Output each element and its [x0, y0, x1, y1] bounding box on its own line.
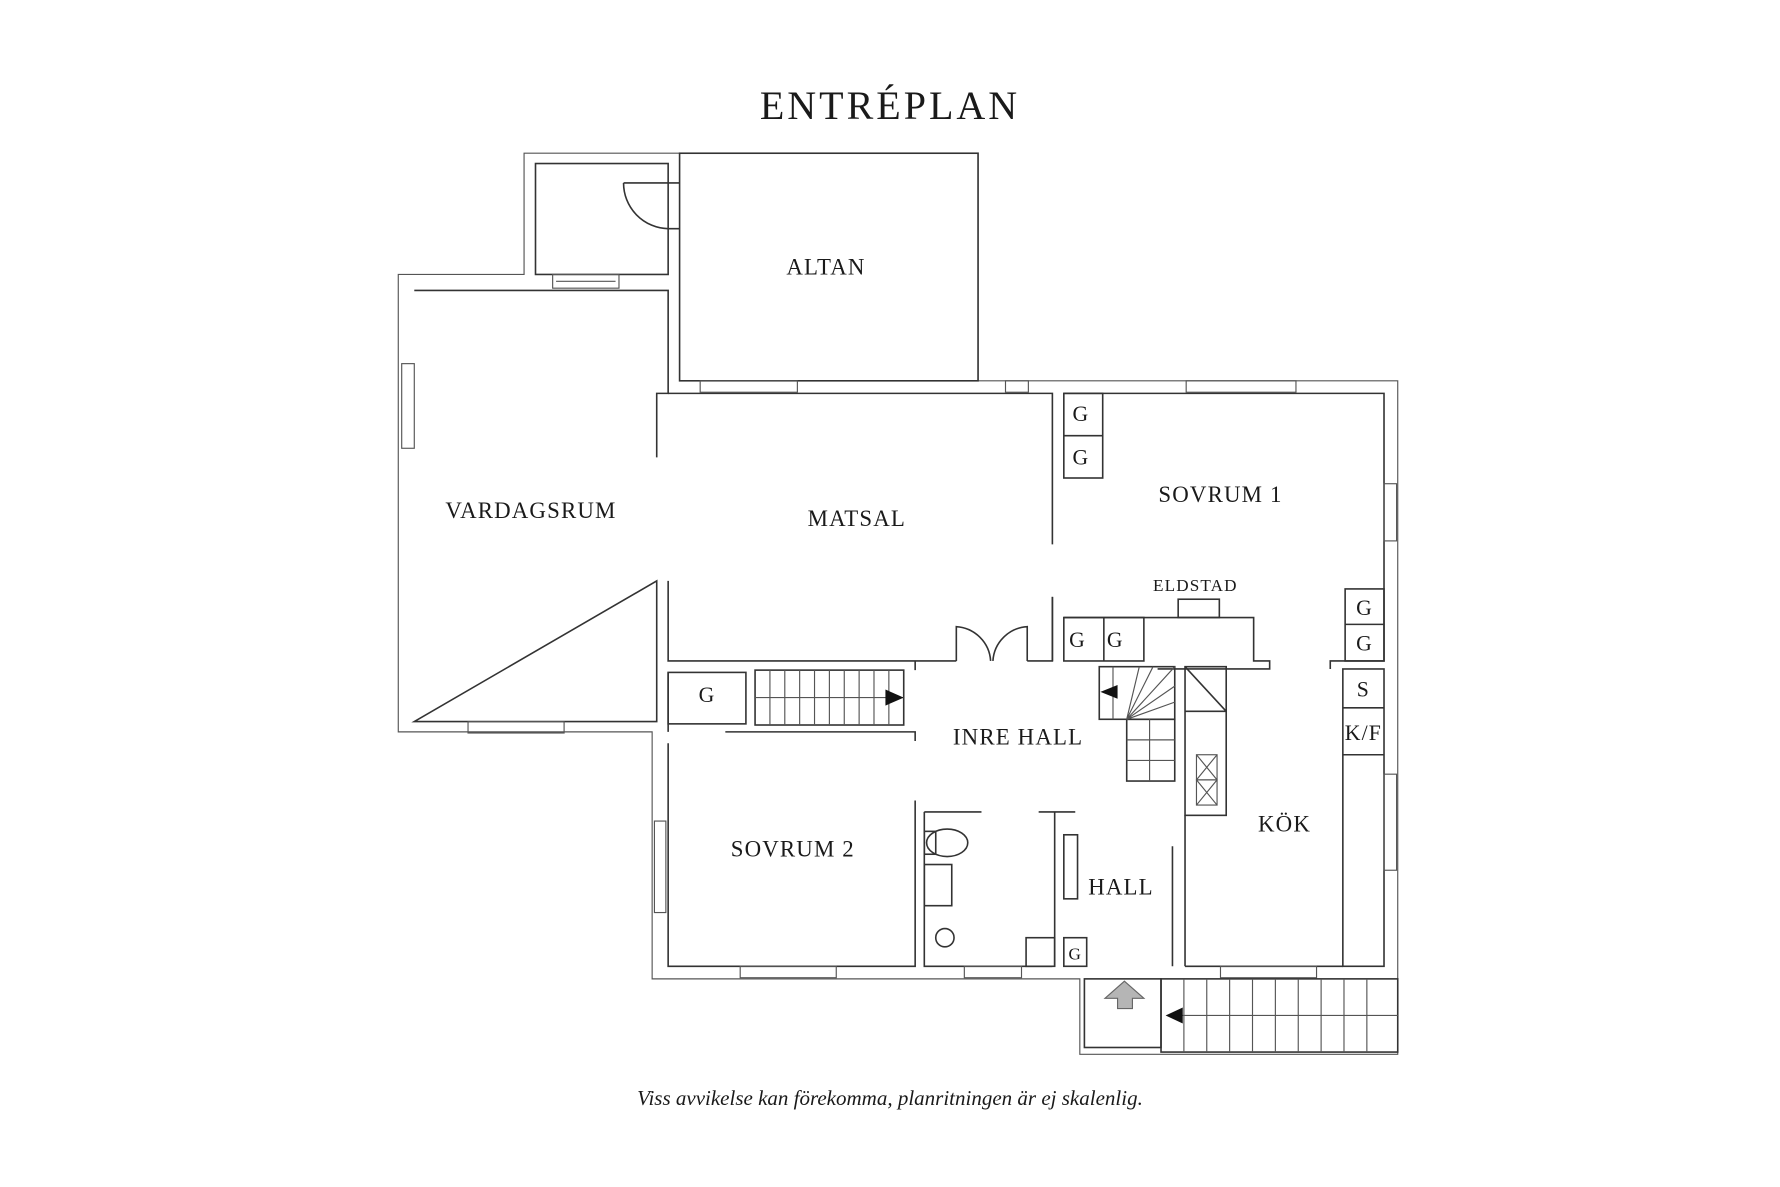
wardrobe-label: G	[1069, 628, 1086, 652]
stair-arrow-icon	[1100, 684, 1118, 699]
eldstad-counter	[1051, 596, 1271, 670]
room-label-vardagsrum: VARDAGSRUM	[445, 498, 616, 523]
plan-title: ENTRÉPLAN	[759, 83, 1021, 128]
stair-treads	[1112, 666, 1176, 782]
stove-label: S	[1357, 677, 1370, 701]
storage-door	[622, 182, 680, 230]
wardrobe-block	[667, 671, 747, 725]
stove-icon	[1195, 779, 1218, 806]
stair-arrow-icon	[885, 689, 904, 706]
kitchen-counter	[1184, 665, 1228, 817]
window	[1383, 773, 1398, 871]
window	[1219, 965, 1318, 979]
spiral-stairs-lower	[1125, 718, 1176, 782]
wardrobe-label: G	[1356, 632, 1373, 656]
wardrobe-label: G	[1107, 628, 1124, 652]
window	[739, 965, 837, 979]
room-label-sovrum2: SOVRUM 2	[731, 837, 855, 862]
double-door	[955, 625, 1029, 662]
window	[699, 380, 798, 393]
label-eldstad: ELDSTAD	[1153, 576, 1238, 595]
room-label-sovrum1: SOVRUM 1	[1158, 482, 1282, 507]
room-label-matsal: MATSAL	[808, 506, 906, 531]
window	[401, 363, 415, 449]
toilet-icon	[925, 828, 969, 858]
window	[467, 721, 565, 734]
sink-icon	[923, 863, 953, 907]
lower-walls	[667, 672, 1053, 968]
outer-outline	[397, 152, 1399, 1055]
window	[552, 273, 620, 289]
window	[963, 965, 1023, 979]
toilet-tank	[923, 830, 937, 856]
wardrobe-label: G	[1073, 402, 1090, 426]
hall-cabinet	[1063, 833, 1079, 900]
window	[1185, 380, 1297, 393]
wardrobe-label: G	[1068, 944, 1082, 963]
room-label-kok: KÖK	[1258, 811, 1311, 836]
shower-icon	[934, 927, 955, 948]
wardrobe-label: G	[699, 683, 716, 707]
room-label-hall: HALL	[1088, 874, 1154, 899]
altan-area	[678, 152, 979, 382]
wardrobe-label: G	[1073, 445, 1090, 469]
fridge-freezer-label: K/F	[1345, 721, 1382, 745]
matsal-wall-south	[667, 580, 957, 662]
window	[1383, 483, 1398, 542]
window	[653, 820, 667, 914]
kitchen-cabinets	[1342, 668, 1385, 968]
wardrobe-label: G	[1356, 596, 1373, 620]
room-label-altan: ALTAN	[786, 254, 865, 279]
stair-arrow-icon	[1165, 1007, 1183, 1024]
entry-arrow-icon	[1103, 980, 1146, 1010]
stair-wall	[725, 660, 916, 742]
disclaimer-note: Viss avvikelse kan förekomma, planritnin…	[637, 1086, 1143, 1110]
eldstad	[1177, 598, 1221, 619]
room-label-inre-hall: INRE HALL	[953, 724, 1083, 749]
storage-room	[534, 162, 669, 276]
wardrobe-block	[1063, 936, 1088, 968]
hall-cabinet	[1025, 936, 1056, 968]
window	[1004, 380, 1029, 393]
